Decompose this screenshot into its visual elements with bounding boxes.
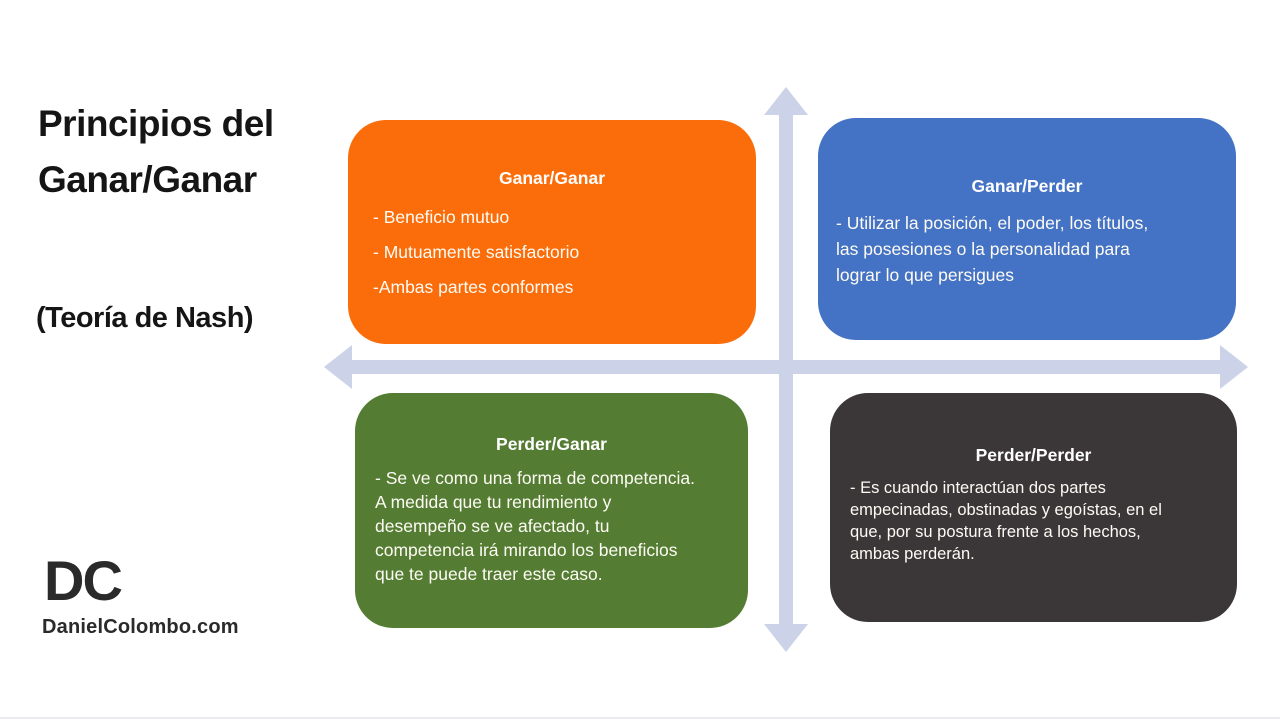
arrow-down-icon: [764, 624, 808, 652]
quadrant-title: Ganar/Perder: [971, 176, 1083, 196]
quadrant-title: Ganar/Ganar: [498, 168, 606, 188]
arrow-right-icon: [1220, 345, 1248, 389]
quadrant-body: - Utilizar la posición, el poder, los tí…: [836, 213, 1149, 285]
quadrant-title: Perder/Ganar: [496, 434, 607, 454]
quadrant-perder-perder: Perder/Perder - Es cuando interactúan do…: [830, 393, 1237, 622]
quadrant-ganar-ganar: Ganar/Ganar - Beneficio mutuo - Mutuamen…: [348, 120, 756, 344]
quadrant-body: - Se ve como una forma de competencia. A…: [375, 468, 696, 584]
arrow-up-icon: [764, 87, 808, 115]
quadrant-perder-ganar: Perder/Ganar - Se ve como una forma de c…: [355, 393, 748, 628]
quadrant-body: - Es cuando interactúan dos partes empec…: [850, 479, 1162, 563]
quadrant-body: - Beneficio mutuo - Mutuamente satisfact…: [373, 207, 580, 297]
bottom-divider: [0, 717, 1280, 719]
page-subtitle: (Teoría de Nash): [36, 302, 254, 334]
logo-website-text: DanielColombo.com: [42, 616, 239, 638]
page-title: Principios del Ganar/Ganar: [38, 103, 274, 200]
quadrant-title: Perder/Perder: [975, 445, 1092, 465]
arrow-left-icon: [324, 345, 352, 389]
horizontal-axis-shaft: [350, 360, 1222, 374]
quadrant-ganar-perder: Ganar/Perder - Utilizar la posición, el …: [818, 118, 1236, 340]
dc-monogram-logo: DC: [44, 549, 123, 612]
